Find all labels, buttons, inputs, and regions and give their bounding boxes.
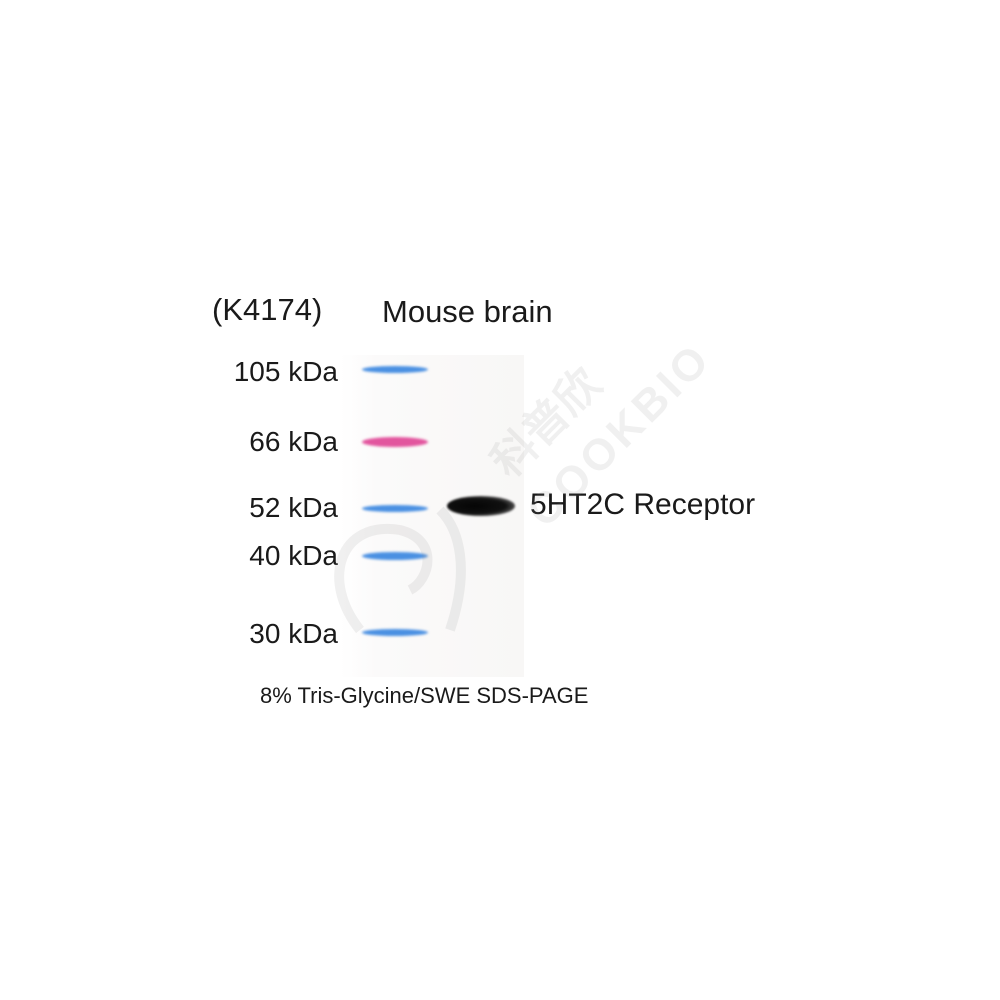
target-band	[447, 496, 515, 516]
ladder-band-40	[362, 552, 428, 560]
marker-label-52: 52 kDa	[249, 492, 338, 523]
ladder-band-52	[362, 505, 428, 512]
watermark-logo: 科普欣 COOKBIO	[334, 333, 720, 634]
watermark-swirl-shape-2	[436, 506, 466, 632]
marker-label-40: 40 kDa	[249, 540, 338, 571]
target-protein-label: 5HT2C Receptor	[530, 488, 756, 521]
ladder-lane	[350, 355, 440, 677]
sample-label: Mouse brain	[382, 294, 553, 329]
blot-membrane	[340, 355, 524, 677]
ladder-band-30	[362, 629, 428, 636]
ladder-band-66	[362, 437, 428, 447]
marker-label-66: 66 kDa	[249, 426, 338, 457]
method-label: 8% Tris-Glycine/SWE SDS-PAGE	[260, 683, 589, 708]
ladder-band-105	[362, 366, 428, 373]
marker-label-30: 30 kDa	[249, 618, 338, 649]
marker-label-105: 105 kDa	[233, 356, 338, 387]
antibody-id-label: (K4174)	[212, 292, 323, 327]
watermark-swirl-shape	[334, 523, 433, 634]
